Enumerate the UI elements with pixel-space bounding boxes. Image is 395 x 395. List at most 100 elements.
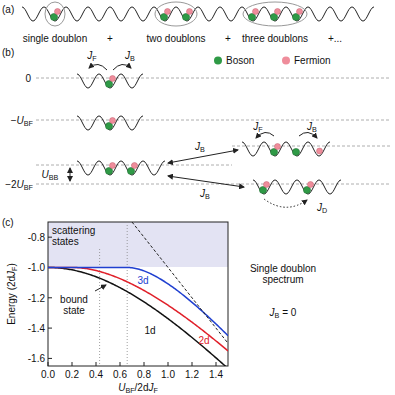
threshold-line: [99, 222, 100, 366]
doublon-group: [243, 2, 307, 26]
text-part: /2d: [135, 382, 149, 393]
subscript: B: [275, 311, 280, 320]
leader-arrow: [95, 285, 106, 291]
lattice-potential: [77, 116, 143, 130]
text-part: 0.2: [65, 369, 79, 380]
symbol: J: [125, 50, 130, 61]
text-part: (a): [2, 4, 14, 15]
fermion: [264, 182, 270, 188]
doublon-group: [45, 2, 65, 26]
curve-label: 1d: [144, 325, 155, 336]
scattering-band: scattering states: [48, 222, 228, 267]
curve-label: 3d: [137, 275, 148, 286]
term-label: two doublons: [147, 33, 206, 44]
text-part: (b): [2, 47, 14, 58]
text-part: -1.2: [28, 292, 45, 303]
lattice-potential: [77, 74, 143, 88]
subscript: BF: [125, 386, 134, 395]
hopping-arrow: [113, 64, 131, 70]
subscript: D: [322, 206, 327, 215]
symbol: J: [307, 121, 312, 132]
tick-label: -0.8: [28, 232, 45, 243]
legend-item: Fermion: [282, 55, 331, 66]
text-part: = 0: [279, 307, 296, 318]
tick-label: -1.6: [28, 353, 45, 364]
fermion: [253, 9, 259, 15]
text-part: 1.2: [185, 369, 199, 380]
tick-label: 0.6: [113, 369, 127, 380]
text-part: 0.4: [89, 369, 103, 380]
tick: [96, 362, 97, 366]
text-part: +...: [328, 33, 342, 44]
subscript: BF: [24, 183, 33, 192]
text-part: -1.0: [28, 262, 45, 273]
energy-level: [36, 78, 390, 79]
fermion: [55, 9, 61, 15]
panel-label: (c): [2, 217, 14, 228]
tick-label: -1.4: [28, 323, 45, 334]
text-part: 0: [25, 73, 31, 84]
tick: [48, 237, 52, 238]
transition-arrow: [168, 176, 244, 187]
text-part: (c): [2, 217, 14, 228]
note: JB = 0: [270, 307, 297, 318]
text-part: -1.4: [28, 323, 45, 334]
doublon-hopping-arrow: [264, 199, 307, 207]
subscript: F: [153, 386, 157, 395]
tick-label: -1.2: [28, 292, 45, 303]
tick: [48, 358, 52, 359]
symbol: J: [6, 271, 17, 276]
subscript: B: [312, 125, 317, 134]
fermion: [110, 118, 116, 124]
energy-level: [36, 120, 390, 121]
panel-label: (a): [2, 4, 14, 15]
hopping-arrow: [89, 64, 107, 70]
symbol: J: [200, 188, 205, 199]
subscript: B: [205, 192, 210, 201]
tick-label: 0.0: [41, 369, 55, 380]
doublon-group: [155, 2, 197, 26]
symbol: J: [87, 50, 92, 61]
tick-label: -1.0: [28, 262, 45, 273]
tick: [168, 362, 169, 366]
text-part: 2d: [198, 334, 209, 345]
subscript: BB: [49, 173, 59, 182]
text-part: 0.0: [41, 369, 55, 380]
fermion: [275, 9, 281, 15]
fermion: [308, 182, 314, 188]
text-part: 1.0: [161, 369, 175, 380]
fermion: [297, 9, 303, 15]
fermion: [110, 76, 116, 82]
energy-label: 0: [25, 73, 31, 84]
fermion: [165, 9, 171, 15]
lattice-potential: [253, 180, 341, 194]
text-part: 3d: [137, 275, 148, 286]
symbol: U: [42, 169, 49, 180]
region-label: scattering states: [52, 225, 104, 247]
text-part: -0.8: [28, 232, 45, 243]
plot-frame: [48, 222, 228, 366]
fermion: [187, 9, 193, 15]
text-part: 0.8: [137, 369, 151, 380]
tick: [192, 362, 193, 366]
subscript: F: [92, 54, 96, 63]
text-part: Energy (2d: [6, 276, 17, 325]
tick-label: 1.0: [161, 369, 175, 380]
fermion: [110, 163, 116, 169]
symbol: U: [118, 382, 125, 393]
axis-title: UBF/2dJF: [118, 382, 158, 393]
tick: [48, 328, 52, 329]
interaction-label: UBB: [42, 169, 59, 180]
curve-3d: [48, 267, 228, 335]
symbol: J: [270, 307, 275, 318]
hopping-label: JB: [200, 188, 210, 199]
energy-label: −2UBF: [5, 179, 33, 190]
hopping-label: JB: [307, 121, 317, 132]
lattice-potential: [22, 7, 374, 21]
text-part: +: [225, 33, 231, 44]
curves: [48, 222, 228, 366]
plus-sign: +: [225, 33, 231, 44]
symbol: J: [195, 141, 200, 152]
subscript: F: [10, 267, 19, 271]
